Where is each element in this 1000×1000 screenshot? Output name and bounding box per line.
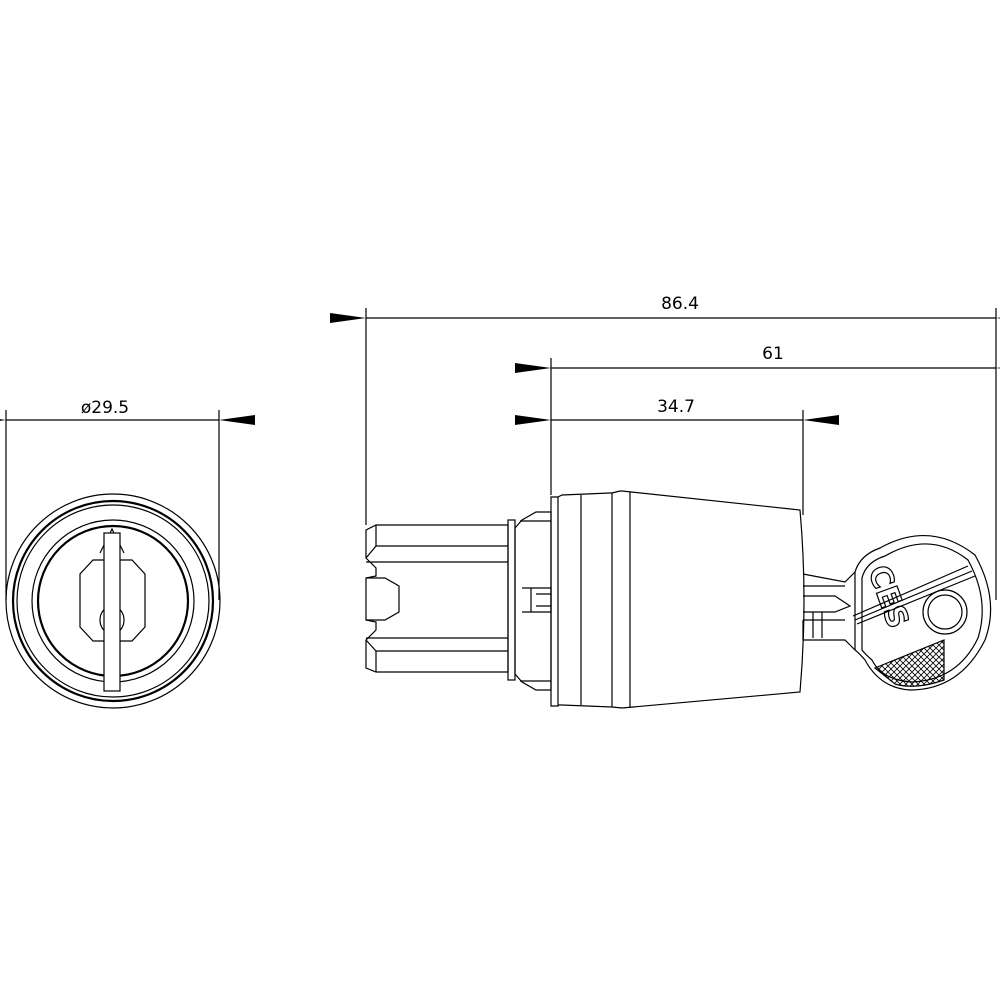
key-groove [852,565,976,625]
overall-length-label: 86.4 [661,294,699,314]
bezel-body [611,490,805,709]
key-logo: CES [860,561,915,633]
position-marker [99,527,125,554]
mounting-nut [514,511,552,691]
key-ring-hole [922,589,968,635]
rear-shaft [365,524,509,673]
diameter-dimension-label: ø29.5 [81,398,129,418]
front-view: ø29.5 [0,398,255,709]
retaining-collar [507,519,516,681]
length-to-key-label: 61 [762,344,784,364]
body-length-label: 34.7 [657,397,695,417]
bezel-ring [11,499,215,703]
side-view: CES [365,490,992,709]
bezel-outer-circle [5,493,221,709]
gasket-ring [550,496,559,707]
side-view-dimensions: 86.4 61 34.7 [330,294,1000,600]
key-stem [802,571,856,651]
key-bar [103,532,121,692]
key-head [854,534,992,691]
lock-cylinder-hexagon [79,559,146,642]
key-hatched-area [873,639,945,687]
bezel-front [557,492,613,708]
